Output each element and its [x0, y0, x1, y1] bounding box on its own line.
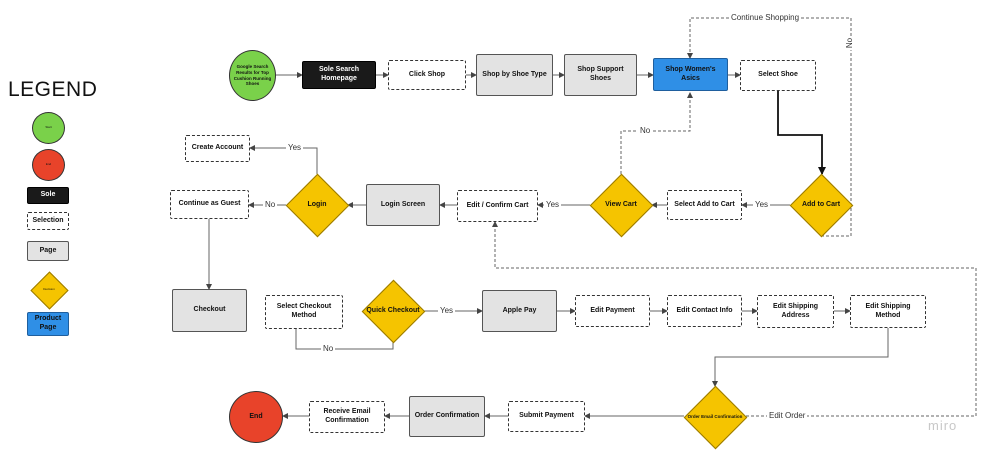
legend-start-label: Start — [45, 125, 52, 130]
legend-decision-diamond: Decision — [29, 270, 69, 310]
legend-product-box: Product Page — [27, 312, 69, 336]
checkout-label: Checkout — [193, 306, 226, 314]
legend-sole-box: Sole — [27, 187, 69, 204]
edit-shipping-address-label: Edit Shipping Address — [772, 302, 819, 319]
edge-viewcart-no-loop — [620, 92, 693, 174]
no-quick-label: No — [321, 344, 336, 354]
legend-end-label: End — [45, 162, 52, 167]
edit-contact-info-label: Edit Contact Info — [676, 306, 733, 314]
edit-shipping-method[interactable]: Edit Shipping Method — [850, 295, 926, 328]
shop-support-shoes[interactable]: Shop Support Shoes — [564, 54, 637, 96]
apple-pay[interactable]: Apple Pay — [482, 290, 557, 332]
edit-shipping-address[interactable]: Edit Shipping Address — [757, 295, 834, 328]
shop-womens-asics[interactable]: Shop Women's Asics — [653, 58, 728, 91]
order-email-confirmation-label: Order Email Confirmation — [687, 414, 743, 420]
shop-womens-asics-label: Shop Women's Asics — [665, 65, 716, 82]
apple-pay-label: Apple Pay — [502, 306, 537, 314]
submit-payment[interactable]: Submit Payment — [508, 401, 585, 432]
login-decision[interactable]: Login — [285, 173, 349, 237]
edge-login-to-create — [249, 145, 318, 174]
legend-start-circle: Start — [32, 112, 65, 144]
sole-search-homepage[interactable]: Sole Search Homepage — [302, 61, 376, 89]
legend-title: LEGEND — [8, 78, 98, 101]
continue-as-guest-label: Continue as Guest — [178, 200, 241, 208]
receive-email-confirmation[interactable]: Receive Email Confirmation — [309, 401, 385, 433]
no-top-label: No — [845, 35, 856, 51]
google-search-label: Google Search Results for Top Cushion Ru… — [233, 64, 272, 87]
edge-method-to-orderemail — [712, 328, 889, 387]
sole-search-homepage-label: Sole Search Homepage — [318, 66, 360, 82]
legend-selection-label: Selection — [32, 216, 64, 224]
shop-support-shoes-label: Shop Support Shoes — [577, 66, 624, 82]
click-shop[interactable]: Click Shop — [388, 60, 466, 90]
edge-edit-order-loop — [492, 221, 977, 417]
order-confirmation-label: Order Confirmation — [414, 412, 480, 420]
continue-shopping-label: Continue Shopping — [729, 13, 802, 23]
select-shoe-label: Select Shoe — [758, 71, 798, 79]
edit-shipping-method-label: Edit Shipping Method — [865, 302, 911, 319]
view-cart-label: View Cart — [605, 200, 637, 208]
order-email-confirmation-decision[interactable]: Order Email Confirmation — [683, 385, 747, 449]
edit-confirm-cart[interactable]: Edit / Confirm Cart — [457, 190, 538, 222]
start-google-search[interactable]: Google Search Results for Top Cushion Ru… — [229, 50, 276, 101]
yes-login-label: Yes — [286, 143, 304, 153]
legend-end-circle: End — [32, 149, 65, 181]
edit-payment-label: Edit Payment — [590, 306, 635, 314]
legend-product-label: Product Page — [34, 315, 62, 331]
edge-quick-to-selectmethod — [295, 329, 394, 350]
edge-continue-shopping-loop — [687, 17, 852, 237]
create-account-label: Create Account — [191, 144, 244, 152]
select-checkout-method-label: Select Checkout Method — [276, 303, 332, 319]
no-view-cart-label: No — [638, 126, 653, 136]
click-shop-label: Click Shop — [408, 70, 446, 78]
shop-by-shoe-type[interactable]: Shop by Shoe Type — [476, 54, 553, 96]
end-label: End — [249, 412, 263, 420]
legend-page-box: Page — [27, 241, 69, 261]
submit-payment-label: Submit Payment — [519, 412, 574, 420]
view-cart-decision[interactable]: View Cart — [589, 173, 653, 237]
edge-selectshoe-to-addtocart — [777, 91, 826, 175]
miro-watermark: miro — [928, 418, 958, 433]
add-to-cart-label: Add to Cart — [801, 200, 841, 208]
legend-page-label: Page — [39, 246, 57, 254]
quick-checkout-label: Quick Checkout — [366, 306, 420, 314]
legend-selection-box: Selection — [27, 212, 69, 230]
edit-payment[interactable]: Edit Payment — [575, 295, 650, 327]
yes-add-label: Yes — [753, 200, 771, 210]
yes-quick-label: Yes — [438, 306, 456, 316]
receive-email-confirmation-label: Receive Email Confirmation — [323, 408, 371, 424]
yes-view-label: Yes — [544, 200, 562, 210]
legend-decision-label: Decision — [43, 287, 55, 292]
legend-sole-label: Sole — [40, 191, 56, 199]
select-add-to-cart-label: Select Add to Cart — [674, 200, 735, 208]
login-screen-label: Login Screen — [380, 200, 426, 208]
order-confirmation[interactable]: Order Confirmation — [409, 396, 485, 437]
no-login-label: No — [263, 200, 278, 210]
login-screen[interactable]: Login Screen — [366, 184, 440, 226]
edit-order-label: Edit Order — [767, 411, 808, 421]
edit-contact-info[interactable]: Edit Contact Info — [667, 295, 742, 327]
edit-confirm-cart-label: Edit / Confirm Cart — [466, 201, 529, 209]
select-add-to-cart[interactable]: Select Add to Cart — [667, 190, 742, 220]
select-shoe[interactable]: Select Shoe — [740, 60, 816, 91]
create-account[interactable]: Create Account — [185, 135, 250, 162]
checkout[interactable]: Checkout — [172, 289, 247, 332]
select-checkout-method[interactable]: Select Checkout Method — [265, 295, 343, 329]
continue-as-guest[interactable]: Continue as Guest — [170, 190, 249, 219]
quick-checkout-decision[interactable]: Quick Checkout — [361, 279, 425, 343]
end-circle[interactable]: End — [229, 391, 283, 443]
login-label: Login — [307, 200, 327, 208]
add-to-cart-decision[interactable]: Add to Cart — [789, 173, 853, 237]
shop-by-shoe-type-label: Shop by Shoe Type — [482, 70, 547, 78]
